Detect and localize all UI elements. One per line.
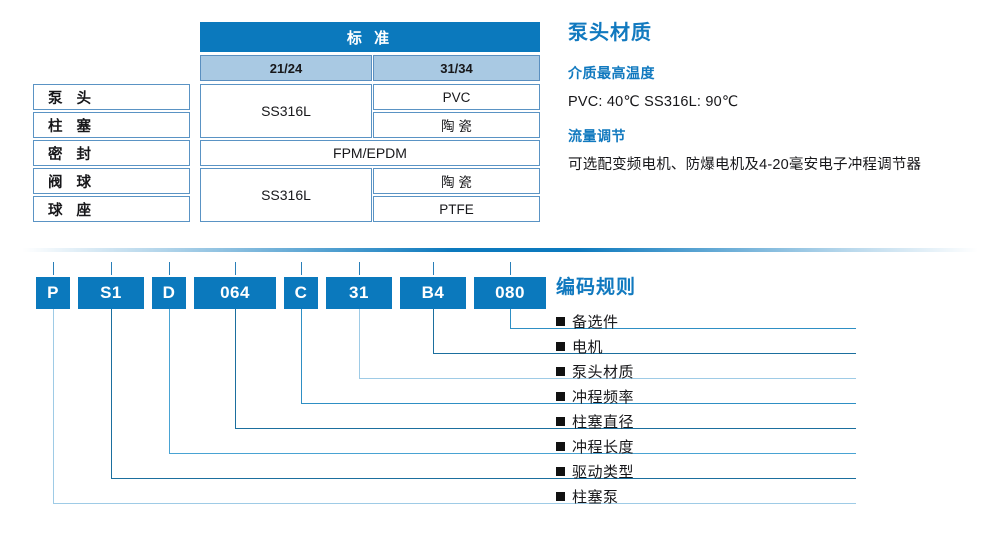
legend-title: 编码规则 xyxy=(556,277,637,298)
table-main-header: 标 准 xyxy=(200,22,540,52)
cell-seal-full: FPM/EPDM xyxy=(200,140,540,166)
code-segment-d[interactable]: D xyxy=(152,277,186,309)
leader-line-vertical xyxy=(433,309,434,353)
row-label-valve-ball: 阀 球 xyxy=(33,168,190,194)
row-label-pump-head: 泵 头 xyxy=(33,84,190,110)
legend-item: 冲程频率 xyxy=(556,384,856,409)
leader-line-horizontal xyxy=(510,328,856,329)
cell-21-24-group-a: SS316L xyxy=(200,84,372,138)
flow-regulation-heading: 流量调节 xyxy=(568,128,626,145)
legend-item-label: 驱动类型 xyxy=(572,464,635,481)
code-tick xyxy=(169,262,170,275)
leader-line-horizontal xyxy=(53,503,856,504)
bullet-square-icon xyxy=(556,392,565,401)
bullet-square-icon xyxy=(556,417,565,426)
code-tick xyxy=(235,262,236,275)
bullet-square-icon xyxy=(556,367,565,376)
max-temperature-heading: 介质最高温度 xyxy=(568,65,655,81)
flow-regulation-text: 可选配变频电机、防爆电机及4-20毫安电子冲程调节器 xyxy=(568,157,922,174)
table-subheader-21-24: 21/24 xyxy=(200,55,372,81)
leader-line-horizontal xyxy=(235,428,856,429)
leader-line-vertical xyxy=(359,309,360,378)
spec-table: 标 准 21/24 31/34 泵 头 柱 塞 密 封 阀 球 球 座 SS31… xyxy=(33,22,540,222)
leader-line-vertical xyxy=(53,309,54,503)
code-segment-080[interactable]: 080 xyxy=(474,277,546,309)
cell-31-34-pump-head: PVC xyxy=(373,84,540,110)
leader-line-horizontal xyxy=(359,378,856,379)
leader-line-vertical xyxy=(510,309,511,328)
pump-head-material-panel: 泵头材质 介质最高温度 PVC: 40℃ SS316L: 90℃ 流量调节 可选… xyxy=(568,16,988,192)
code-tick xyxy=(433,262,434,275)
cell-31-34-valve-ball: 陶 瓷 xyxy=(373,168,540,194)
bullet-square-icon xyxy=(556,442,565,451)
code-segment-p[interactable]: P xyxy=(36,277,70,309)
code-segment-064[interactable]: 064 xyxy=(194,277,276,309)
leader-line-horizontal xyxy=(111,478,856,479)
code-segment-c[interactable]: C xyxy=(284,277,318,309)
code-segment-b4[interactable]: B4 xyxy=(400,277,466,309)
legend-item: 驱动类型 xyxy=(556,459,856,484)
code-tick xyxy=(359,262,360,275)
code-segment-s1[interactable]: S1 xyxy=(78,277,144,309)
legend-item: 电机 xyxy=(556,334,856,359)
leader-line-horizontal xyxy=(433,353,856,354)
legend-item-label: 泵头材质 xyxy=(572,364,635,381)
legend-item: 冲程长度 xyxy=(556,434,856,459)
code-tick xyxy=(301,262,302,275)
leader-line-vertical xyxy=(235,309,236,428)
leader-line-horizontal xyxy=(169,453,856,454)
legend-item: 备选件 xyxy=(556,309,856,334)
legend-item-label: 柱塞泵 xyxy=(572,489,619,506)
section-divider xyxy=(22,248,978,252)
row-label-plunger: 柱 塞 xyxy=(33,112,190,138)
bullet-square-icon xyxy=(556,467,565,476)
leader-line-horizontal xyxy=(301,403,856,404)
code-tick xyxy=(111,262,112,275)
panel-title: 泵头材质 xyxy=(568,22,652,44)
legend-item: 柱塞直径 xyxy=(556,409,856,434)
leader-line-vertical xyxy=(301,309,302,403)
cell-31-34-plunger: 陶 瓷 xyxy=(373,112,540,138)
cell-21-24-group-c: SS316L xyxy=(200,168,372,222)
table-subheader-31-34: 31/34 xyxy=(373,55,540,81)
legend-item-label: 柱塞直径 xyxy=(572,414,635,431)
max-temperature-value: PVC: 40℃ SS316L: 90℃ xyxy=(568,94,739,110)
leader-line-vertical xyxy=(111,309,112,478)
legend-item-label: 冲程长度 xyxy=(572,439,635,456)
row-label-seal: 密 封 xyxy=(33,140,190,166)
code-segment-31[interactable]: 31 xyxy=(326,277,392,309)
cell-31-34-ball-seat: PTFE xyxy=(373,196,540,222)
leader-line-vertical xyxy=(169,309,170,453)
legend-item: 泵头材质 xyxy=(556,359,856,384)
bullet-square-icon xyxy=(556,342,565,351)
code-tick xyxy=(510,262,511,275)
code-tick xyxy=(53,262,54,275)
legend-item: 柱塞泵 xyxy=(556,484,856,509)
coding-legend: 编码规则 备选件电机泵头材质冲程频率柱塞直径冲程长度驱动类型柱塞泵 xyxy=(556,272,856,509)
bullet-square-icon xyxy=(556,317,565,326)
bullet-square-icon xyxy=(556,492,565,501)
legend-item-label: 电机 xyxy=(572,339,604,356)
legend-item-label: 备选件 xyxy=(572,314,619,331)
legend-item-label: 冲程频率 xyxy=(572,389,635,406)
row-label-ball-seat: 球 座 xyxy=(33,196,190,222)
